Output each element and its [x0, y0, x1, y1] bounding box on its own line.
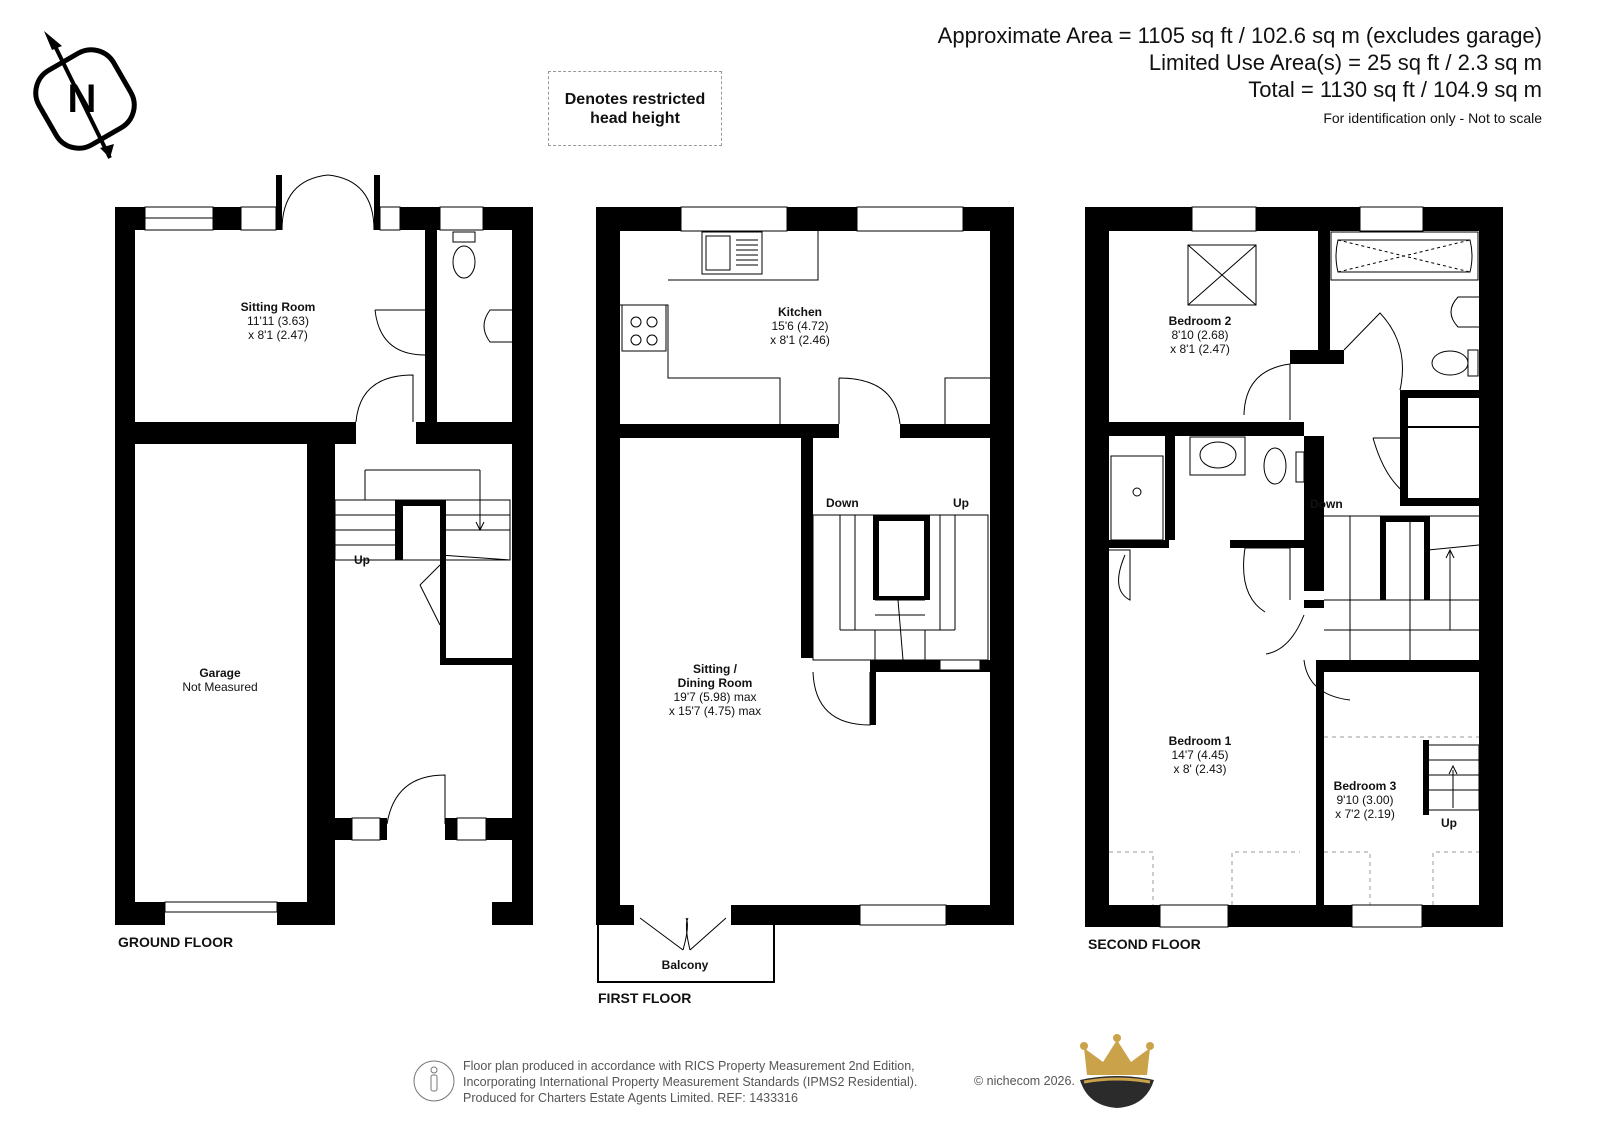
stairs-up-label: Up [354, 553, 370, 567]
room-name: Bedroom 1 [1168, 734, 1232, 748]
footer-notes: Floor plan produced in accordance with R… [463, 1058, 917, 1106]
room-bedroom-2: Bedroom 2 8'10 (2.68) x 8'1 (2.47) [1150, 314, 1250, 356]
footer-line-3: Produced for Charters Estate Agents Limi… [463, 1091, 798, 1105]
room-dimension: 15'6 (4.72) [771, 319, 829, 333]
second-floor-plan [1085, 206, 1503, 928]
room-dimension: x 8' (2.43) [1173, 762, 1227, 776]
compass-letter: N [68, 77, 97, 121]
stairs-up-label: Up [953, 496, 969, 510]
room-dimension: x 8'1 (2.46) [770, 333, 830, 347]
room-bedroom-1: Bedroom 1 14'7 (4.45) x 8' (2.43) [1150, 734, 1250, 776]
footer-line-1: Floor plan produced in accordance with R… [463, 1059, 915, 1073]
legend-line-2: head height [590, 109, 680, 127]
approximate-area-text: Approximate Area = 1105 sq ft / 102.6 sq… [937, 23, 1542, 48]
room-dimension: x 7'2 (2.19) [1335, 807, 1395, 821]
room-sitting-room: Sitting Room 11'11 (3.63) x 8'1 (2.47) [218, 300, 338, 342]
first-floor-label: FIRST FLOOR [598, 990, 692, 1006]
room-garage: Garage Not Measured [160, 666, 280, 694]
stairs-down-label: Down [1310, 497, 1343, 511]
room-dimension: x 8'1 (2.47) [248, 328, 308, 342]
room-balcony: Balcony [650, 958, 720, 972]
room-name: Sitting Room [240, 300, 316, 314]
ground-floor-label: GROUND FLOOR [118, 934, 234, 950]
room-dimension: x 15'7 (4.75) max [668, 704, 762, 718]
ground-floor-plan [115, 174, 533, 925]
room-dimension: 19'7 (5.98) max [673, 690, 757, 704]
room-dimension: Not Measured [182, 680, 258, 694]
room-sitting-dining: Sitting / Dining Room 19'7 (5.98) max x … [650, 662, 780, 718]
compass-icon: N [33, 31, 137, 159]
stairs-down-label: Down [826, 496, 859, 510]
info-icon [413, 1060, 455, 1102]
room-name: Balcony [661, 958, 709, 972]
room-name: Garage [199, 666, 241, 680]
room-bedroom-3: Bedroom 3 9'10 (3.00) x 7'2 (2.19) [1315, 779, 1415, 821]
room-name: Bedroom 2 [1168, 314, 1232, 328]
total-area-text: Total = 1130 sq ft / 104.9 sq m [1248, 77, 1542, 102]
stairs-up-label: Up [1441, 816, 1457, 830]
footer-line-2: Incorporating International Property Mea… [463, 1075, 918, 1089]
room-name: Dining Room [677, 676, 753, 690]
crown-logo-icon [1080, 1034, 1154, 1108]
identification-note: For identification only - Not to scale [1323, 110, 1542, 126]
room-name: Sitting / [693, 662, 737, 676]
second-floor-label: SECOND FLOOR [1088, 936, 1201, 952]
room-name: Kitchen [777, 305, 822, 319]
limited-use-area-text: Limited Use Area(s) = 25 sq ft / 2.3 sq … [1148, 50, 1542, 75]
legend-line-1: Denotes restricted [564, 90, 706, 108]
room-name: Bedroom 3 [1333, 779, 1397, 793]
restricted-height-legend: Denotes restricted head height [548, 71, 722, 146]
room-dimension: 11'11 (3.63) [247, 314, 309, 328]
room-dimension: x 8'1 (2.47) [1170, 342, 1230, 356]
room-dimension: 9'10 (3.00) [1336, 793, 1394, 807]
first-floor-plan [596, 206, 1014, 983]
room-kitchen: Kitchen 15'6 (4.72) x 8'1 (2.46) [740, 305, 860, 347]
room-dimension: 8'10 (2.68) [1171, 328, 1229, 342]
copyright-text: © nichecom 2026. [974, 1074, 1075, 1088]
room-dimension: 14'7 (4.45) [1171, 748, 1229, 762]
